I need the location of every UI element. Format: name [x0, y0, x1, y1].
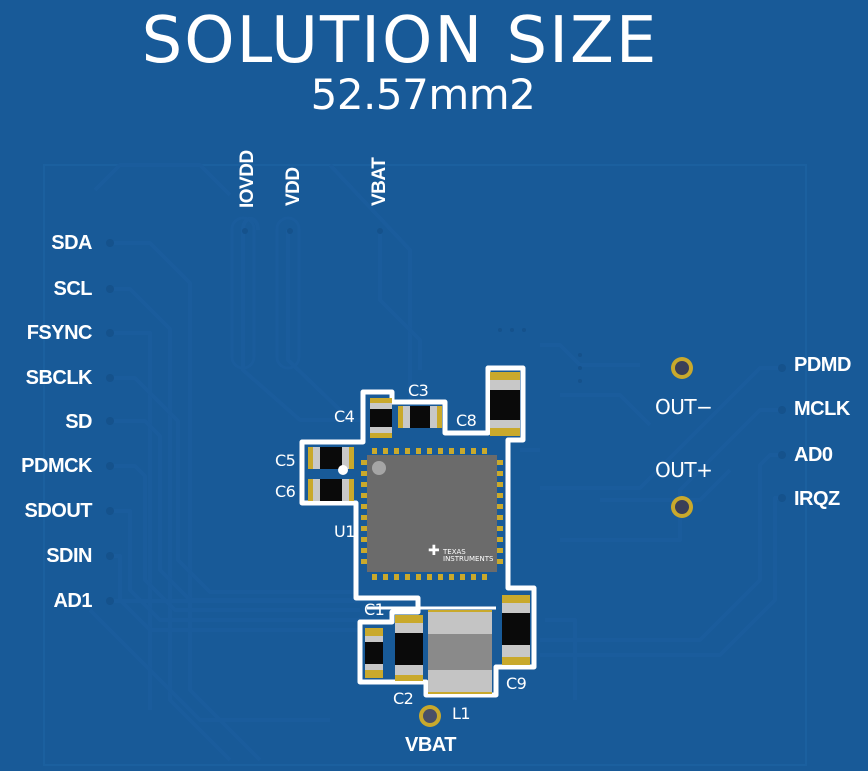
refdes-c4: C4 [334, 407, 355, 426]
refdes-c6: C6 [275, 482, 296, 501]
pin-label-ad1: AD1 [53, 590, 92, 612]
inductor-l1 [428, 610, 492, 694]
capacitor-c4 [370, 398, 392, 438]
label-out-plus: OUT+ [655, 458, 713, 482]
via-vbat-bottom [419, 705, 441, 727]
refdes-u1: U1 [334, 522, 355, 541]
refdes-c1: C1 [364, 600, 385, 619]
refdes-c8: C8 [456, 411, 477, 430]
capacitor-c8 [490, 372, 520, 436]
ti-brand-line2: INSTRUMENTS [443, 555, 494, 563]
pin-label-pdmck: PDMCK [21, 455, 92, 477]
pin-label-irqz: IRQZ [794, 488, 840, 510]
capacitor-c5 [308, 447, 354, 475]
pin-label-mclk: MCLK [794, 398, 850, 420]
refdes-c5: C5 [275, 451, 296, 470]
refdes-c3: C3 [408, 381, 429, 400]
capacitor-c9 [502, 595, 530, 665]
pin-label-vbat-bottom: VBAT [405, 734, 456, 756]
pin-label-sdout: SDOUT [24, 500, 93, 522]
ti-brand-line1: TEXAS [443, 548, 466, 556]
pin-label-iovdd: IOVDD [237, 150, 258, 208]
pin-label-vbat-top: VBAT [369, 157, 390, 206]
refdes-c2: C2 [393, 689, 414, 708]
pin-label-ad0: AD0 [794, 444, 833, 466]
u1-pads [361, 448, 503, 580]
page-title: SOLUTION SIZE [141, 4, 659, 78]
pin-label-scl: SCL [53, 278, 93, 300]
capacitor-c6 [308, 479, 354, 501]
pin1-marker [372, 461, 386, 475]
solution-area: 52.57mm2 [310, 70, 536, 119]
ti-state-icon: ✚ [428, 543, 440, 559]
pin-label-sd: SD [65, 411, 92, 433]
via-out-minus [671, 357, 693, 379]
via-out-plus [671, 496, 693, 518]
pin-label-pdmd: PDMD [794, 354, 851, 376]
capacitor-c3 [398, 406, 442, 428]
capacitor-c1 [365, 628, 383, 678]
refdes-c9: C9 [506, 674, 527, 693]
ic-u1-body [367, 455, 497, 572]
pin-label-fsync: FSYNC [26, 322, 93, 344]
pin-label-vdd: VDD [283, 167, 304, 206]
pin-label-sbclk: SBCLK [25, 367, 93, 389]
pin-label-sda: SDA [51, 232, 92, 254]
capacitor-c2 [395, 615, 423, 681]
refdes-l1: L1 [452, 704, 471, 723]
pin-label-sdin: SDIN [46, 545, 92, 567]
label-out-minus: OUT− [655, 395, 713, 419]
